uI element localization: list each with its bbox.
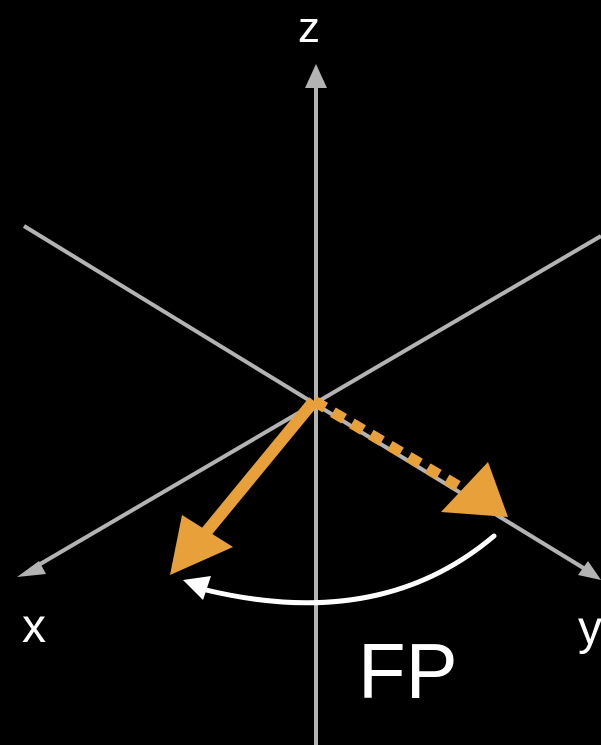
rotation-arrow-head [183,576,211,600]
rotated-vector [170,397,319,575]
x-axis-label: x [22,600,46,653]
rotated-vector-arrowhead [170,515,233,575]
initial-vector-arrowhead [441,462,508,517]
y-axis-label: y [578,602,601,655]
initial-vector-shaft [311,396,473,498]
axis-arrowheads [17,64,601,580]
y-axis-line [22,224,592,574]
x-axis-arrowhead [17,561,46,577]
initial-vector [311,396,508,517]
rotation-arrow [183,533,497,606]
y-axis-arrowhead [578,561,601,580]
z-axis-arrowhead [305,64,327,88]
rotated-vector-shaft [198,397,319,540]
axes-group [22,86,601,745]
operation-label: FP [358,627,458,715]
rotation-arrow-curve [203,533,497,606]
z-axis-label: z [298,3,320,52]
